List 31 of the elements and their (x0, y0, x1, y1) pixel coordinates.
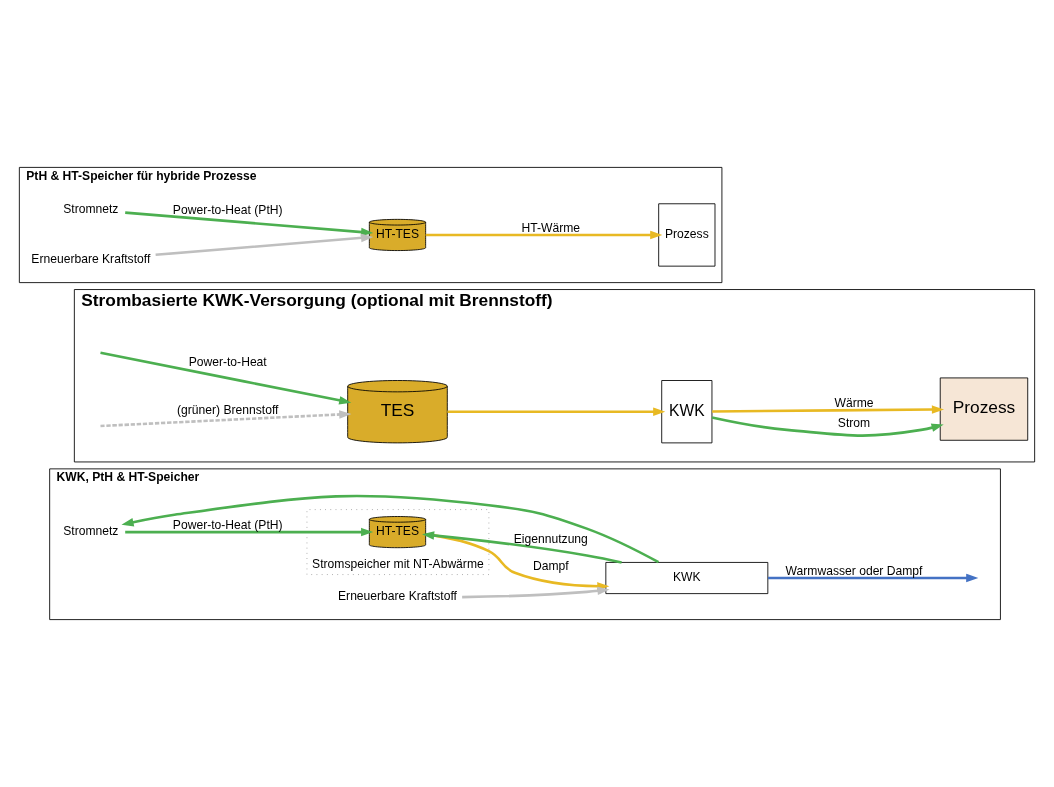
node-box: Prozess (658, 203, 716, 267)
arrow (422, 531, 622, 564)
edge-label: HT-Wärme (521, 220, 581, 235)
node-text: Stromnetz (63, 524, 119, 539)
arrow (121, 494, 660, 564)
arrow (125, 211, 374, 237)
arrow (155, 233, 374, 257)
edge-label: Eigennutzung (513, 531, 588, 546)
edge-label: (grüner) Brennstoff (176, 403, 279, 418)
edge-label: Power-to-Heat (PtH) (172, 203, 283, 218)
arrow (100, 410, 352, 428)
edge-label: Strom (837, 415, 871, 430)
node-box: KWK (661, 380, 713, 444)
node-box: KWK (605, 562, 769, 595)
node-text: Erneuerbare Kraftstoff (338, 589, 457, 604)
arrow (462, 586, 610, 599)
node-box: Prozess (939, 377, 1029, 441)
node-text: Erneuerbare Kraftstoff (31, 252, 151, 267)
arrow (100, 351, 352, 405)
edge-label: Power-to-Heat (PtH) (172, 517, 283, 532)
arrow (712, 405, 945, 414)
arrow (125, 527, 374, 537)
edge-label: Dampf (532, 558, 569, 573)
edge-label: Warmwasser oder Dampf (785, 563, 923, 578)
arrow (711, 416, 944, 437)
arrow (768, 573, 979, 583)
edge-label: Power-to-Heat (188, 354, 267, 369)
arrow (425, 230, 663, 240)
edge-label: Wärme (834, 395, 874, 410)
node-text: Stromnetz (63, 202, 119, 217)
arrow (447, 407, 666, 416)
